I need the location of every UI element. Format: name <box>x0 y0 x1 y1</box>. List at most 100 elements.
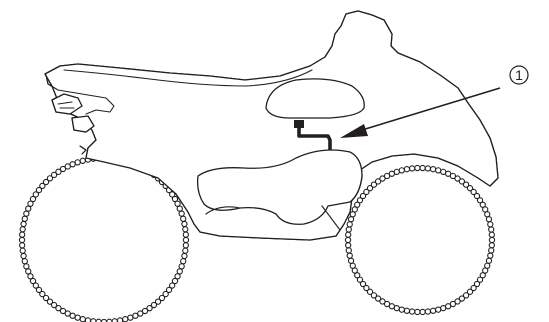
rear-tread-knob <box>181 220 188 228</box>
front-tread-knob <box>398 306 405 313</box>
front-tread-knob <box>366 185 374 192</box>
rear-tread-knob <box>74 314 81 321</box>
front-tread-knob <box>346 252 353 259</box>
rear-tread-knob <box>169 191 176 198</box>
rear-tread-knob <box>19 247 26 254</box>
front-tread-knob <box>347 257 355 264</box>
rear-tread-knob <box>19 242 26 249</box>
front-tread-knob <box>462 292 470 299</box>
rear-tread-knob <box>174 200 181 207</box>
rear-tread-knob <box>46 175 54 182</box>
front-tread-knob <box>374 295 382 302</box>
rear-tread-knob <box>25 268 32 275</box>
rear-tread-knob <box>21 215 28 222</box>
rear-tread-knob <box>137 310 144 317</box>
front-tread-knob <box>383 300 391 308</box>
front-tread-knob <box>488 236 496 244</box>
rear-tread-knob <box>59 165 67 173</box>
hose-fitting-top <box>294 120 304 128</box>
front-tread-knob <box>424 308 432 315</box>
callout-leader-line <box>361 87 501 131</box>
rear-tread-knob <box>20 220 27 228</box>
engine-detail-top <box>205 205 341 231</box>
rear-tread-knob <box>122 316 129 322</box>
rear-tread-knob <box>23 263 30 270</box>
rear-tread-knob <box>35 286 43 294</box>
rear-tread-knob <box>150 301 158 309</box>
hose-top <box>297 126 332 150</box>
seat-line-top <box>63 69 313 87</box>
front-tread-knob <box>487 252 494 259</box>
front-tread-knob <box>449 172 457 180</box>
front-tread-knob <box>458 178 466 185</box>
tail-light-top <box>51 93 83 115</box>
front-tread-knob <box>435 167 442 174</box>
front-tread-knob <box>488 247 495 254</box>
front-tread-knob <box>354 272 361 279</box>
rear-tread-knob <box>158 294 166 302</box>
front-tread-knob <box>408 165 416 172</box>
rear-tread-knob <box>19 226 26 233</box>
front-tread-knob <box>346 221 353 228</box>
front-tread-knob <box>482 267 489 274</box>
front-tread-knob <box>470 188 477 196</box>
rear-tread-knob <box>79 316 86 322</box>
front-tread-knob <box>419 164 426 172</box>
rear-tread-knob <box>50 301 58 309</box>
rear-tread-knob <box>180 258 187 265</box>
rear-tread-knob <box>74 159 81 166</box>
front-tread-knob <box>429 166 437 173</box>
front-tread-knob <box>488 242 495 249</box>
rear-tread-knob <box>178 263 185 270</box>
front-tread-knob <box>345 231 352 238</box>
rear-tread-knob <box>46 298 54 305</box>
rear-tread-knob <box>141 307 149 315</box>
front-tread-knob <box>419 308 426 316</box>
callout-arrowhead <box>340 124 368 138</box>
front-tread-knob <box>473 280 481 288</box>
front-tread-knob <box>485 257 493 264</box>
front-tread-knob <box>363 284 370 292</box>
front-tread-knob <box>403 166 411 173</box>
front-tread-knob <box>359 280 367 288</box>
rear-tread-knob <box>84 317 92 322</box>
front-tread-knob <box>479 201 486 208</box>
rear-tread-knob <box>154 298 162 305</box>
rear-tread-knob <box>55 305 62 312</box>
rear-tread-knob <box>116 317 124 322</box>
rear-tread-knob <box>64 163 71 170</box>
rear-tread-knob <box>69 161 76 168</box>
rear-tread-knob <box>174 273 181 280</box>
front-tread-knob <box>351 206 358 213</box>
front-tread-knob <box>345 226 352 233</box>
rear-tread-knob <box>29 195 37 203</box>
rear-tread-knob <box>27 273 34 280</box>
fuel-tank-component-top <box>265 78 365 119</box>
front-tread-knob <box>485 216 493 223</box>
front-tread-knob <box>379 298 386 305</box>
engine-block-top <box>196 149 363 225</box>
front-tread-knob <box>370 181 378 188</box>
front-tread-knob <box>349 262 356 269</box>
front-tread-knob <box>345 242 352 249</box>
front-tread-knob <box>359 192 367 200</box>
rear-tread-knob <box>182 236 190 244</box>
front-tread-knob <box>462 181 470 188</box>
rear-tread-knob <box>18 236 26 244</box>
rear-tread-knob <box>182 242 189 249</box>
front-tread-knob <box>440 304 447 312</box>
rear-tread-knob <box>180 215 187 222</box>
tail-light-detail-top <box>57 101 75 109</box>
rear-tread-knob <box>19 231 26 238</box>
front-tread-knob <box>356 276 364 283</box>
rear-tread-knob <box>169 282 176 289</box>
rear-tread-knob <box>25 205 32 212</box>
front-tread-knob <box>398 167 405 174</box>
front-tread-knob <box>379 175 386 182</box>
rear-tread-knob <box>39 182 46 190</box>
front-tread-knob <box>347 216 355 223</box>
rear-tread-knob <box>171 277 179 285</box>
front-tread-knob <box>345 247 352 254</box>
rear-tread-knob <box>27 200 34 207</box>
rear-tread-knob <box>182 247 189 254</box>
